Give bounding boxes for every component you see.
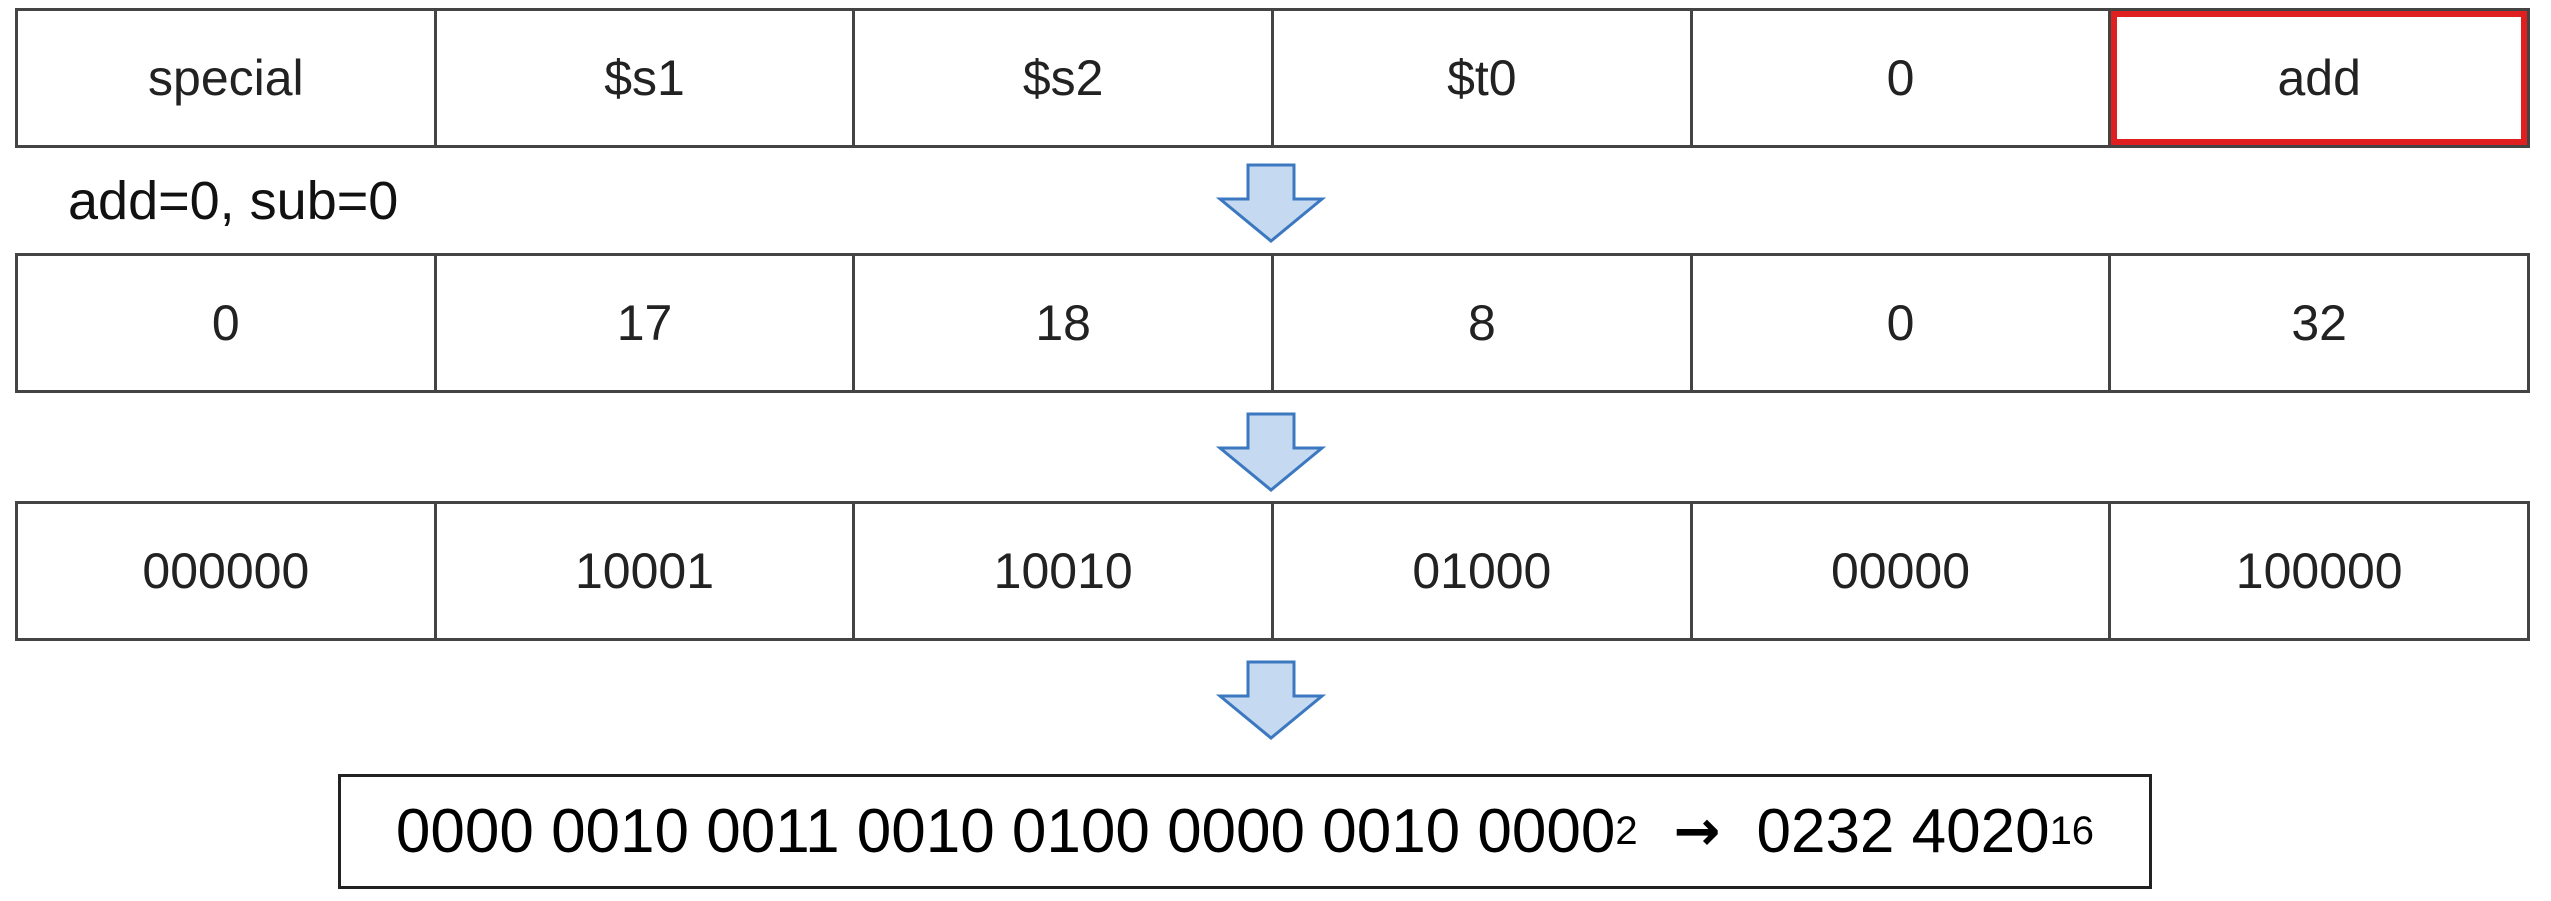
- field-rs-binary: 10001: [437, 504, 856, 638]
- field-rs-decimal: 17: [437, 256, 856, 390]
- field-shamt: 0: [1693, 11, 2112, 145]
- funct-note: add=0, sub=0: [68, 171, 399, 231]
- field-rt: $s2: [855, 11, 1275, 145]
- field-op-binary: 000000: [18, 504, 437, 638]
- field-row-symbolic: special $s1 $s2 $t0 0 add: [15, 8, 2530, 148]
- field-rs: $s1: [437, 11, 856, 145]
- field-op: special: [18, 11, 437, 145]
- hex-encoding: 0232 4020: [1756, 797, 2050, 866]
- field-rd: $t0: [1274, 11, 1693, 145]
- hex-base: 16: [2049, 809, 2095, 853]
- down-arrow-icon: [1216, 660, 1326, 740]
- field-shamt-decimal: 0: [1693, 256, 2112, 390]
- down-arrow-icon: [1216, 163, 1326, 243]
- field-funct-binary: 100000: [2235, 543, 2403, 599]
- field-rd-binary: 01000: [1274, 504, 1693, 638]
- field-funct-highlighted: add: [2111, 11, 2528, 145]
- field-rt-binary: 10010: [855, 504, 1275, 638]
- binary-base: 2: [1615, 809, 1638, 853]
- right-arrow-icon: →: [1673, 799, 1721, 864]
- field-row-decimal: 0 17 18 8 0 32: [15, 253, 2530, 393]
- field-row-binary: 000000 10001 10010 01000 00000 100000: [15, 501, 2530, 641]
- field-rd-decimal: 8: [1274, 256, 1693, 390]
- field-op-decimal: 0: [18, 256, 437, 390]
- field-funct-decimal: 32: [2291, 295, 2347, 351]
- down-arrow-icon: [1216, 412, 1326, 492]
- binary-encoding: 0000 0010 0011 0010 0100 0000 0010 0000: [395, 797, 1616, 866]
- field-shamt-binary: 00000: [1693, 504, 2112, 638]
- field-rt-decimal: 18: [855, 256, 1275, 390]
